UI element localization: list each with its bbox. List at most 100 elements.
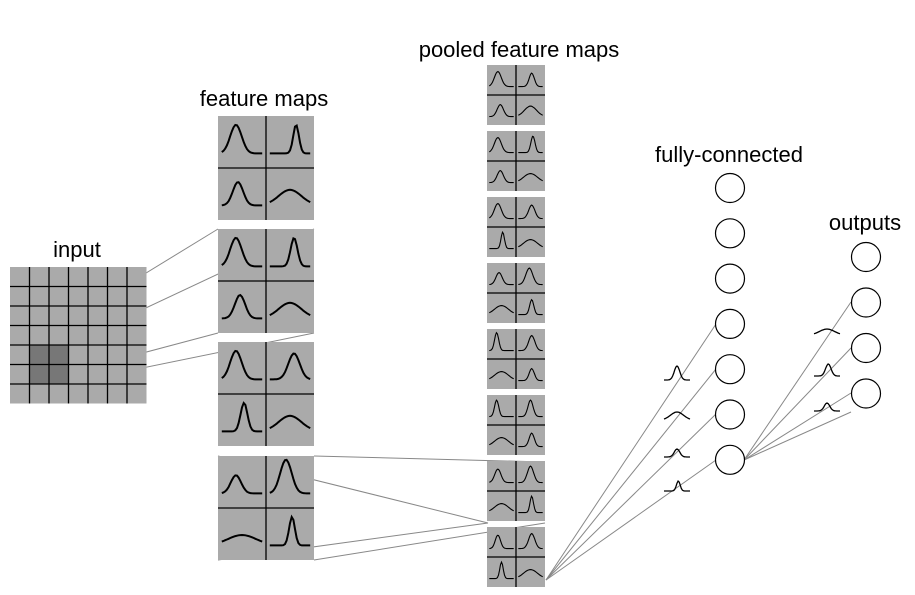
activation-curve <box>269 352 311 381</box>
activation-curve <box>518 367 543 382</box>
fc-neuron <box>714 354 746 385</box>
pooled-map-group <box>487 131 545 191</box>
pooled-feature-maps-label: pooled feature maps <box>419 37 620 62</box>
activation-curve <box>489 230 514 250</box>
activation-curve <box>489 169 514 184</box>
activation-curve <box>221 293 263 320</box>
activation-curve <box>269 458 311 495</box>
activation-curve <box>489 103 514 118</box>
pooled-map-group <box>487 65 545 125</box>
activation-curve <box>221 349 263 381</box>
fc-input-curves <box>663 365 691 492</box>
pooled-map-group <box>487 329 545 389</box>
activation-curve <box>221 123 263 155</box>
activation-curve <box>664 365 690 381</box>
output-neuron <box>850 241 882 273</box>
output-neuron <box>850 332 882 364</box>
output-curves <box>813 328 841 412</box>
connection-lines <box>29 228 852 581</box>
activation-curve <box>518 173 543 182</box>
activation-curve <box>518 494 543 514</box>
activation-curve <box>221 236 263 268</box>
activation-curve <box>221 533 263 543</box>
activation-curve <box>489 331 514 352</box>
feature-maps-label: feature maps <box>200 86 328 111</box>
pooled-map-group <box>487 395 545 455</box>
fc-neuron <box>714 444 746 475</box>
activation-curve <box>663 411 691 420</box>
activation-curve <box>269 124 311 155</box>
output-layer <box>850 241 882 409</box>
activation-curve <box>269 301 311 317</box>
feature-map-group <box>218 116 314 220</box>
activation-curve <box>518 239 543 248</box>
output-neuron <box>850 287 882 318</box>
pooled-map-group <box>487 263 545 323</box>
activation-curve <box>664 480 690 492</box>
activation-curve <box>518 465 543 484</box>
activation-curve <box>269 414 311 430</box>
connection-line <box>545 459 717 581</box>
activation-curve <box>488 71 514 88</box>
activation-curve <box>814 402 840 412</box>
activation-curve <box>518 399 543 418</box>
connection-line <box>743 411 852 461</box>
feature-map-group <box>218 456 314 560</box>
activation-curve <box>488 137 514 154</box>
fc-neuron <box>714 218 746 249</box>
activation-curve <box>518 334 543 352</box>
activation-curve <box>518 532 543 550</box>
connection-line <box>743 301 852 461</box>
feature-map-group <box>218 229 314 333</box>
output-neuron <box>850 378 882 409</box>
fully-connected-layer <box>714 172 746 475</box>
activation-curve <box>813 328 841 335</box>
activation-curve <box>518 72 543 88</box>
outputs-label: outputs <box>829 210 901 235</box>
activation-curve <box>269 514 311 547</box>
activation-curve <box>518 569 543 578</box>
activation-curve <box>664 448 690 458</box>
activation-curve <box>221 181 263 207</box>
activation-curve <box>489 560 514 580</box>
activation-curve <box>269 188 311 204</box>
fully-connected-label: fully-connected <box>655 142 803 167</box>
connection-line <box>743 392 852 461</box>
fc-neuron <box>714 172 746 204</box>
activation-curve <box>489 468 514 484</box>
activation-curve <box>221 401 263 433</box>
pooled-map-group <box>487 197 545 257</box>
activation-curve <box>489 437 514 446</box>
feature-maps <box>218 116 314 560</box>
pooled-feature-maps <box>487 65 545 587</box>
activation-curve <box>518 135 543 154</box>
connection-line <box>545 413 717 581</box>
pooled-map-group <box>487 527 545 587</box>
connection-line <box>743 347 852 461</box>
input-label: input <box>53 237 101 262</box>
activation-curve <box>518 204 543 220</box>
activation-curve <box>489 534 514 550</box>
activation-curve <box>518 267 543 286</box>
activation-curve <box>489 371 514 380</box>
activation-curve <box>518 105 543 116</box>
input-grid <box>10 267 147 404</box>
fc-neuron <box>714 308 746 339</box>
connection-line <box>545 368 717 581</box>
activation-curve <box>488 203 514 220</box>
fc-neuron <box>714 263 746 294</box>
activation-curve <box>518 298 543 316</box>
activation-curve <box>518 432 543 448</box>
fc-neuron <box>714 399 746 430</box>
connection-line <box>545 323 717 581</box>
activation-curve <box>221 474 263 495</box>
activation-curve <box>489 272 514 286</box>
activation-curve <box>814 363 840 377</box>
activation-curve <box>269 237 311 268</box>
activation-curve <box>489 399 514 418</box>
feature-map-group <box>218 342 314 446</box>
activation-curve <box>489 305 514 314</box>
activation-curve <box>489 503 514 512</box>
pooled-map-group <box>487 461 545 521</box>
